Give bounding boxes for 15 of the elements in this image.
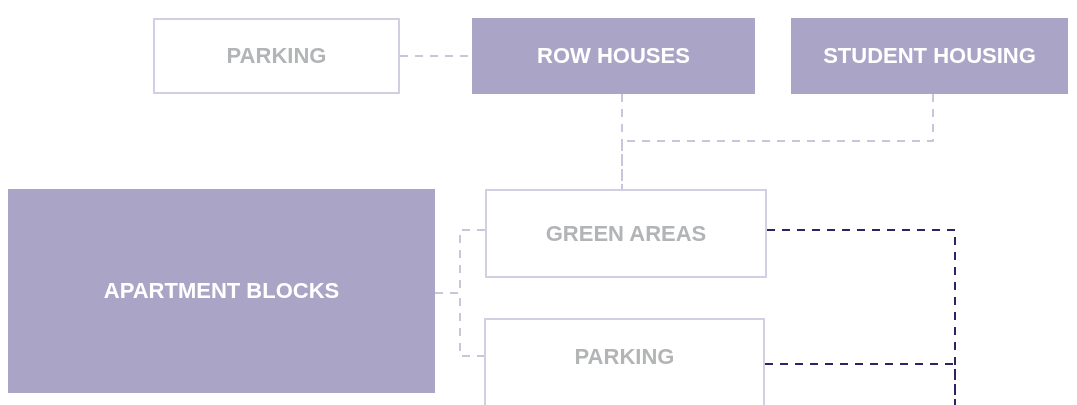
outlined-box [153, 18, 400, 94]
box-label: STUDENT HOUSING [823, 43, 1036, 69]
box-label: ROW HOUSES [537, 43, 690, 69]
outlined-box [484, 318, 765, 405]
box-label: PARKING [574, 343, 675, 370]
connector-line [621, 93, 623, 190]
filled-box [8, 189, 435, 393]
box-label: APARTMENT BLOCKS [103, 278, 340, 304]
box-label: PARKING [226, 43, 327, 69]
filled-box [472, 18, 755, 94]
connector-line [434, 292, 485, 357]
outlined-box [485, 189, 767, 278]
filled-box [791, 18, 1068, 94]
box-label: GREEN AREAS [545, 220, 707, 247]
connector-line [764, 363, 956, 405]
